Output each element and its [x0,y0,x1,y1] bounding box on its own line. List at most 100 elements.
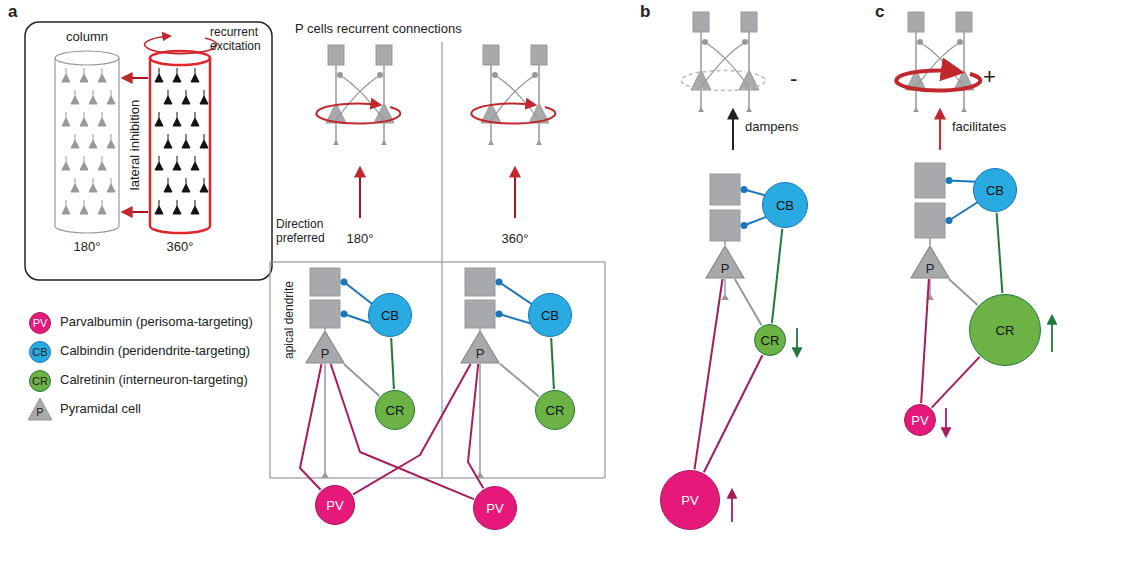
dendrite-line [335,65,337,103]
neuron-symbol [62,112,70,126]
synapse-connector [500,364,539,397]
dendrite-box [310,300,340,328]
cell-circle: PV [315,485,355,525]
cell-name: P [321,346,330,361]
neuron-symbol [191,112,199,126]
cell-circle: CR [535,390,575,430]
cell-circle: CR [754,324,786,356]
recurrent-loop [896,71,980,91]
cell-name: CB [986,183,1004,198]
synapse-dot [741,222,748,229]
dendrite-line [538,65,540,103]
dendrite-box [376,45,392,65]
synapse-dot [532,72,538,78]
dendrite-box [915,163,945,198]
cell-circle: PV [660,470,720,530]
cell-name: CR [996,323,1015,338]
recurrent-line [920,42,964,87]
neuron-symbol [173,112,181,126]
neuron-symbol [71,90,79,104]
synapse-connector [735,279,762,325]
synapse-connector [391,338,394,389]
cell-circle: PV [904,404,936,436]
synapse-connector [695,279,723,469]
recurrent-line [705,42,749,87]
dendrite-box [741,12,757,32]
annotation-label: lateral inhibition [128,100,143,190]
dendrite-line [490,65,492,103]
dendrite-box [710,174,740,205]
legend-symbol-text: P [36,406,43,419]
dendrite-line [963,32,965,70]
cell-name: PV [681,493,698,508]
annotation-label: apical dendrite [283,281,297,359]
dendrite-line [748,32,750,70]
neuron-symbol [191,200,199,214]
legend-text: Calretinin (interneuron-targeting) [60,373,248,388]
annotation-label: 360° [167,240,194,255]
neuron-symbol [155,112,163,126]
cell-name: PV [326,498,343,513]
neuron-symbol [155,156,163,170]
cell-name: CB [541,308,559,323]
cell-name: CB [381,308,399,323]
neuron-symbol [164,90,172,104]
synapse-dot [377,72,383,78]
dendrite-line [915,32,917,70]
synapse-connector [468,364,483,488]
synapse-dot [496,311,503,318]
synapse-connector [331,364,474,499]
neuron-symbol [191,156,199,170]
neuron-symbol [80,112,88,126]
pyramidal-triangle: P [705,245,745,279]
synapse-connector [300,364,322,490]
cell-circle: CR [375,390,415,430]
dendrite-line [929,238,931,245]
annotation-label: - [790,66,797,91]
neuron-symbol [200,90,208,104]
axon-tip [488,140,494,145]
triangle-shape [461,331,499,363]
legend-symbol-text: CB [32,346,47,359]
axon-line [324,364,326,478]
annotation-label: facilitates [952,120,1006,135]
recurrent-line [916,42,960,87]
annotation-label: + [983,64,996,89]
legend-text: Pyramidal cell [60,402,141,417]
axon-tip [698,107,704,112]
neuron-symbol [173,156,181,170]
synapse-dot [492,72,498,78]
cell-circle: CB [528,293,572,337]
cell-circle: CB [762,182,808,228]
axon-tip [961,107,967,112]
dendrite-box [465,268,495,296]
dendrite-box [956,12,972,32]
synapse-dot [702,39,708,45]
synapse-dot [741,186,748,193]
triangle-shape [911,246,949,278]
dendrite-line [724,241,726,245]
legend-symbol-text: CR [32,375,48,388]
synapse-dot [946,217,953,224]
cell-name: PV [486,501,503,516]
triangle-shape [306,331,344,363]
neuron-symbol [62,200,70,214]
recurrent-line [336,75,380,120]
dendrite-box [710,210,740,241]
dendrite-box [483,45,499,65]
legend-text: Parvalbumin (perisoma-targeting) [60,315,253,330]
neuron-symbol [89,134,97,148]
dendrite-box [915,203,945,238]
triangle-shape [706,246,744,278]
neuron-symbol [155,200,163,214]
neuron-symbol [107,134,115,148]
synapse-dot [496,279,503,286]
axon-tip [746,107,752,112]
dendrite-line [700,32,702,70]
neuron-symbol [98,156,106,170]
synapse-connector [353,364,471,494]
synapse-connector [932,357,980,408]
annotation-label: dampens [745,120,798,135]
